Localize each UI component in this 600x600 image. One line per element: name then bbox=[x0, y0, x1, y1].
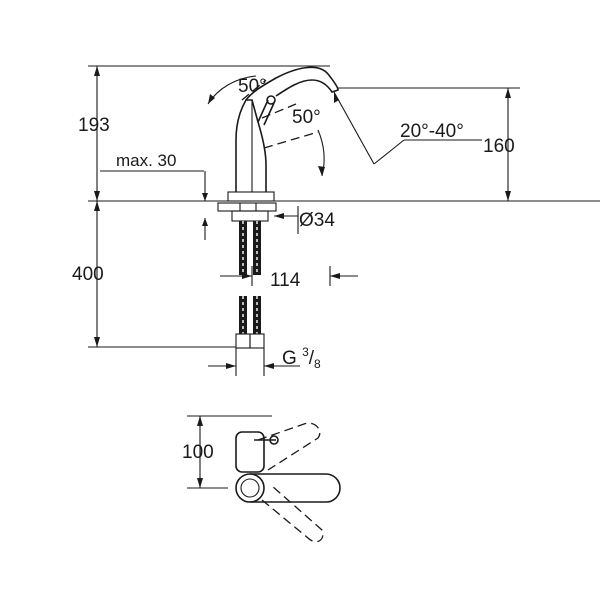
lever-angle-right-label: 50° bbox=[292, 107, 321, 128]
dim-max30-label: max. 30 bbox=[116, 151, 176, 170]
lever-angle-upper-label: 50° bbox=[238, 76, 267, 97]
spout-swivel-label: 20°-40° bbox=[400, 121, 464, 142]
faucet-body bbox=[227, 66, 339, 202]
dim-thread-label: G 3/8 bbox=[282, 345, 321, 371]
top-view-reference bbox=[187, 415, 272, 489]
dim-thread-line bbox=[208, 348, 300, 376]
dim-193-label: 193 bbox=[78, 115, 110, 136]
top-view-faucet bbox=[235, 431, 341, 503]
dim-max30-line bbox=[202, 171, 208, 240]
dim-diameter-leader bbox=[274, 206, 299, 234]
dim-400-label: 400 bbox=[72, 264, 104, 285]
supply-hoses-lower bbox=[235, 296, 265, 349]
lever-handle bbox=[257, 95, 276, 126]
lever-dashed-positions bbox=[241, 79, 319, 149]
dim-100-label: 100 bbox=[182, 442, 214, 463]
dim-114-label: 114 bbox=[270, 270, 301, 291]
spout-swivel-leader bbox=[333, 91, 482, 165]
dim-400-line bbox=[94, 201, 100, 347]
reference-lines bbox=[88, 65, 600, 348]
mounting-hardware bbox=[217, 202, 277, 222]
dim-160-line bbox=[505, 88, 511, 201]
supply-hoses-upper bbox=[239, 221, 261, 275]
dim-193-line bbox=[94, 66, 100, 201]
top-view-dashed-swivel bbox=[257, 422, 324, 543]
dim-160-label: 160 bbox=[483, 136, 515, 157]
dim-114-line bbox=[220, 266, 358, 286]
dim-diameter-label: Ø34 bbox=[299, 210, 335, 231]
